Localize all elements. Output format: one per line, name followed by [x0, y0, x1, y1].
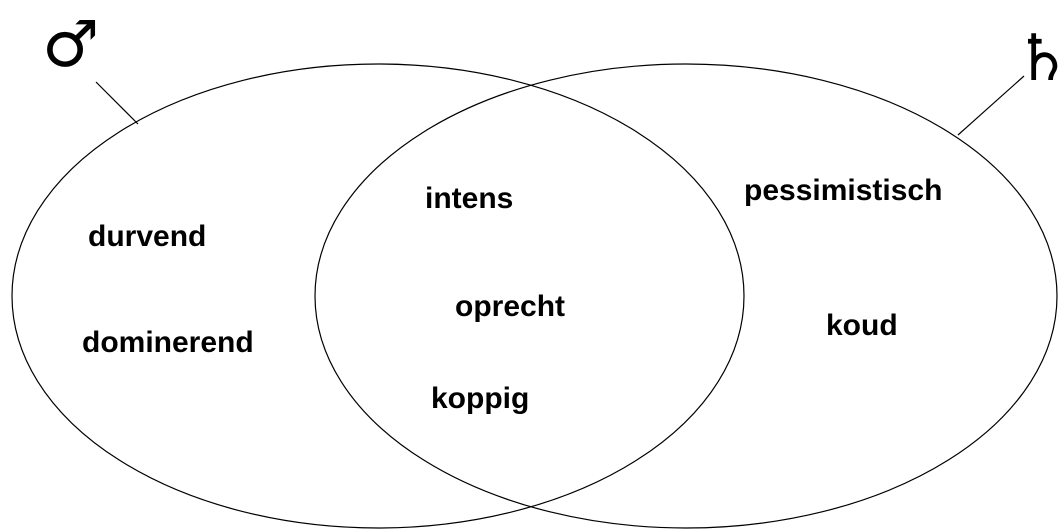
right-only-label: koud: [826, 309, 898, 342]
right-only-label: pessimistisch: [744, 174, 942, 207]
overlap-label: intens: [425, 182, 513, 215]
left-symbol-leader-line: [95, 81, 139, 125]
saturn-symbol-icon: ♄: [1014, 22, 1058, 96]
left-only-label: durvend: [88, 220, 206, 253]
mars-symbol-icon: ♂: [42, 8, 99, 82]
right-set-ellipse: [314, 63, 1058, 529]
overlap-label: oprecht: [455, 290, 565, 323]
overlap-label: koppig: [431, 382, 529, 415]
right-symbol-leader-line: [957, 75, 1025, 136]
left-only-label: dominerend: [82, 326, 254, 359]
left-set-ellipse: [11, 63, 745, 529]
